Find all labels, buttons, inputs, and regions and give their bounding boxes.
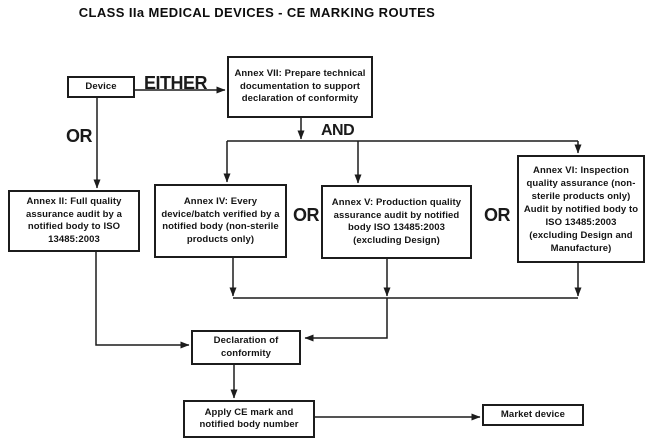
connector-collector-to-declaration — [304, 298, 388, 342]
node-annex-vi-label: Annex VI: Inspection quality assurance (… — [523, 164, 639, 254]
edge-label-or-middle: OR — [293, 205, 320, 225]
node-annex-v-label: Annex V: Production quality assurance au… — [331, 197, 462, 246]
page-title: CLASS IIa MEDICAL DEVICES - CE MARKING R… — [78, 5, 436, 20]
node-annex-iv: Annex IV: Every device/batch verified by… — [154, 184, 287, 258]
node-apply-ce-label: Apply CE mark and notified body number — [199, 406, 299, 431]
edge-label-and: AND — [321, 122, 355, 139]
node-annex-iv-label: Annex IV: Every device/batch verified by… — [161, 196, 280, 245]
node-annex-vii-label: Annex VII: Prepare technical documentati… — [234, 68, 366, 105]
node-market-device: Market device — [482, 404, 584, 426]
node-declaration-label: Declaration of conformity — [213, 335, 279, 359]
edge-label-or-left: OR — [66, 126, 93, 146]
edge-label-either: EITHER — [144, 73, 208, 93]
node-annex-ii: Annex II: Full quality assurance audit b… — [8, 190, 140, 252]
connector-annex-ii-to-declaration — [95, 252, 190, 349]
node-device-label: Device — [85, 80, 117, 92]
node-annex-vii: Annex VII: Prepare technical documentati… — [227, 56, 373, 118]
node-apply-ce-mark: Apply CE mark and notified body number — [183, 400, 315, 438]
node-device: Device — [67, 76, 135, 98]
node-market-label: Market device — [500, 408, 566, 420]
node-annex-ii-label: Annex II: Full quality assurance audit b… — [26, 196, 122, 245]
node-declaration-of-conformity: Declaration of conformity — [191, 330, 301, 365]
node-annex-vi: Annex VI: Inspection quality assurance (… — [517, 155, 645, 263]
edge-label-or-right: OR — [484, 205, 511, 225]
node-annex-v: Annex V: Production quality assurance au… — [321, 185, 472, 259]
